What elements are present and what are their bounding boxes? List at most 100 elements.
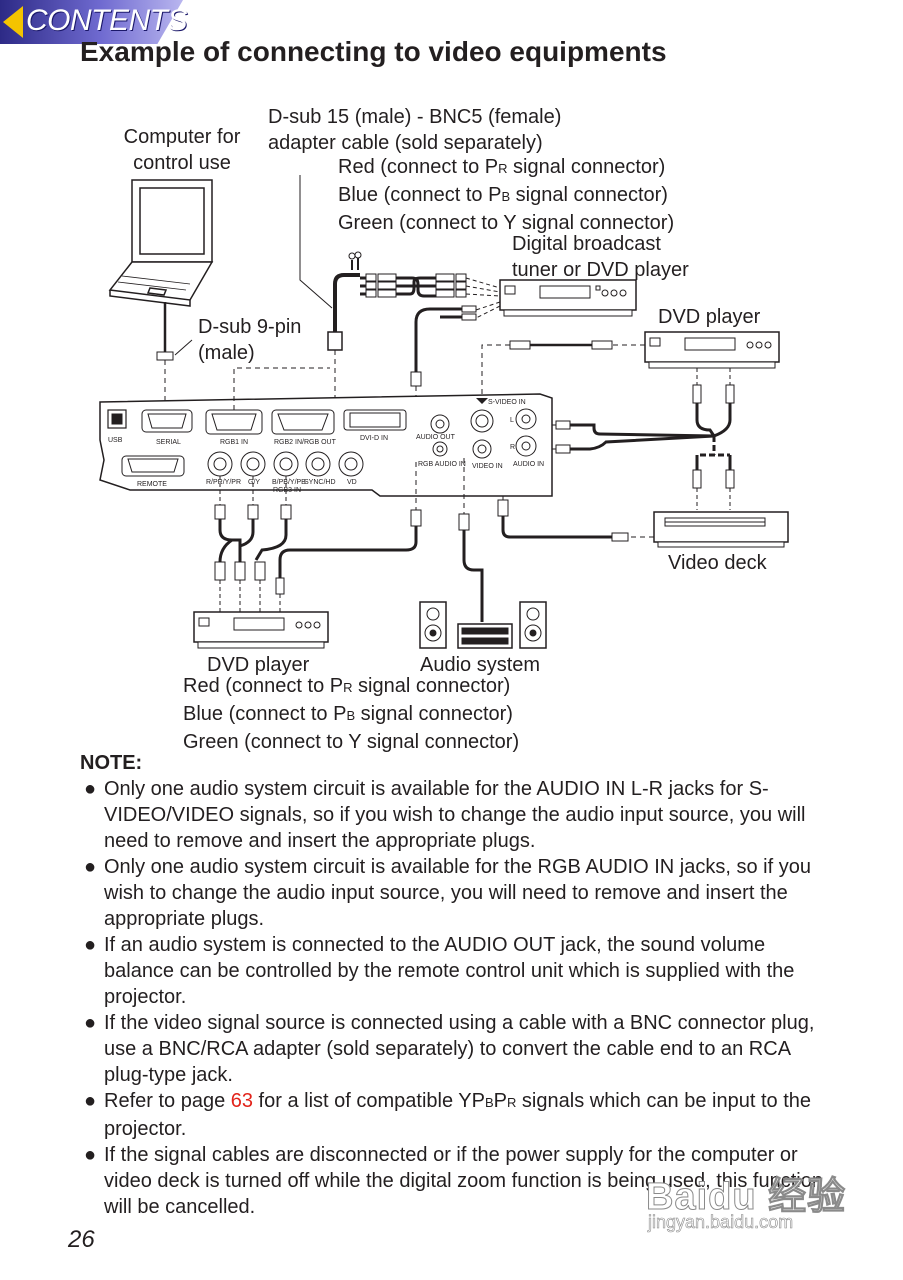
bottom-red-sub: R <box>343 680 353 695</box>
note-item: ● If the video signal source is connected… <box>84 1010 824 1088</box>
panel-video-in-label: VIDEO IN <box>472 463 503 470</box>
panel-bnc-r-label: R/PR/Y/PR <box>206 479 241 486</box>
laptop-icon <box>108 179 214 307</box>
note-item: ●If the signal cables are disconnected o… <box>84 1142 824 1220</box>
svideo-cable <box>481 340 645 400</box>
dvd-player-right-label: DVD player <box>658 306 761 328</box>
contents-tab[interactable]: CONTENTS <box>0 0 188 44</box>
dvd-player-bottom-label: DVD player <box>207 654 310 676</box>
dvd-audio-cable <box>275 462 422 612</box>
projector-panel <box>99 393 553 497</box>
top-blue-text: Blue (connect to P <box>338 184 502 206</box>
panel-audio-out-label: AUDIO OUT <box>416 434 456 441</box>
page-number: 26 <box>68 1226 95 1253</box>
panel-usb-label: USB <box>108 437 123 444</box>
dvd-player-right-icon <box>644 331 780 369</box>
panel-audio-in-label: AUDIO IN <box>513 461 544 468</box>
top-red-text: Red (connect to P <box>338 156 499 178</box>
panel-l-label: L <box>510 417 514 424</box>
panel-r-label: R <box>510 444 515 451</box>
note-item: ● Only one audio system circuit is availa… <box>84 854 824 932</box>
computer-label-line1: Computer for <box>123 126 241 148</box>
panel-remote-label: REMOTE <box>137 481 167 488</box>
bottom-red-text: Red (connect to P <box>183 675 344 697</box>
tuner-device-icon <box>499 279 637 317</box>
note-text: Refer to page <box>104 1090 231 1112</box>
bottom-color-legend: Red (connect to PR signal connector) Blu… <box>183 673 519 755</box>
dsub9-pointer <box>174 339 193 356</box>
panel-bnc-b-label: B/PB/Y/PB <box>272 479 306 486</box>
note-text-post: signals which can be input to the projec… <box>104 1090 812 1140</box>
bullet-icon: ● <box>84 778 97 800</box>
bottom-red-tail: signal connector) <box>352 675 511 697</box>
top-blue-sub: B <box>501 189 511 204</box>
dsub9-plug <box>156 351 174 361</box>
audio-system-label: Audio system <box>420 654 541 676</box>
note-heading: NOTE: <box>80 752 143 774</box>
top-green-line: Green (connect to Y signal connector) <box>338 212 675 234</box>
bottom-blue-tail: signal connector) <box>355 703 513 725</box>
rgb1-dashed-guide <box>233 367 330 410</box>
note-text: Only one audio system circuit is availab… <box>104 778 806 852</box>
connection-diagram: USB SERIAL RGB1 IN RGB2 IN/RGB OUT DVI-D… <box>99 175 789 649</box>
note-text-mid: for a list of compatible YP <box>253 1090 485 1112</box>
audio-out-cable <box>458 458 484 622</box>
panel-labels: USB SERIAL RGB1 IN RGB2 IN/RGB OUT DVI-D… <box>108 399 544 494</box>
video-deck-icon <box>653 511 789 548</box>
panel-rgb-audio-label: RGB AUDIO IN <box>418 461 466 468</box>
note-text: If an audio system is connected to the A… <box>104 934 795 1008</box>
top-color-legend: Red (connect to PR signal connector) Blu… <box>338 154 674 236</box>
panel-rgb2-label: RGB2 IN/RGB OUT <box>274 439 337 446</box>
computer-label-line2: control use <box>133 152 231 174</box>
panel-rgb3-label: RGB3 IN <box>273 487 301 494</box>
note-item: ● Refer to page 63 for a list of compatib… <box>84 1088 824 1142</box>
page-title: Example of connecting to video equipment… <box>80 36 667 67</box>
note-text-p: P <box>493 1090 507 1112</box>
tuner-label-line1: Digital broadcast <box>512 233 661 255</box>
audio-in-cable <box>540 368 735 510</box>
adapter-label-line2: adapter cable (sold separately) <box>268 132 543 154</box>
watermark-url: jingyan.baidu.com <box>648 1212 794 1233</box>
panel-rgb1-label: RGB1 IN <box>220 439 248 446</box>
video-deck-label: Video deck <box>668 552 767 574</box>
bnc-cables <box>214 476 292 612</box>
bullet-icon: ● <box>84 1012 97 1034</box>
bullet-icon: ● <box>84 856 97 878</box>
adapter-label-line1: D-sub 15 (male) - BNC5 (female) <box>268 106 562 128</box>
panel-sync-label: SYNC/HD <box>304 479 336 486</box>
note-text: If the video signal source is connected … <box>104 1012 815 1086</box>
bottom-blue-sub: B <box>346 708 356 723</box>
watermark-brand: Baidu 经验 <box>645 1176 847 1219</box>
dvd-player-bottom-icon <box>193 611 329 649</box>
page-63-link[interactable]: 63 <box>230 1090 253 1112</box>
bullet-icon: ● <box>84 934 97 956</box>
bullet-icon: ● <box>84 1090 97 1112</box>
tuner-label: Digital broadcast tuner or DVD player <box>512 231 689 283</box>
adapter-cable-label: D-sub 15 (male) - BNC5 (female) adapter … <box>268 104 561 156</box>
panel-serial-label: SERIAL <box>156 439 181 446</box>
panel-svideo-label: S-VIDEO IN <box>488 399 526 406</box>
bottom-green-line: Green (connect to Y signal connector) <box>183 731 520 753</box>
note-sub-b: B <box>484 1095 494 1110</box>
audio-system-icon <box>419 601 547 649</box>
bullet-icon: ● <box>84 1144 97 1166</box>
top-red-sub: R <box>498 161 508 176</box>
note-text: Only one audio system circuit is availab… <box>104 856 811 930</box>
bottom-red-line: Red (connect to PR signal connector) <box>183 673 519 701</box>
computer-label: Computer for control use <box>108 124 256 176</box>
tab-background <box>0 0 183 44</box>
panel-vd-label: VD <box>347 479 357 486</box>
back-arrow-icon <box>3 6 23 38</box>
note-item: ● If an audio system is connected to the … <box>84 932 824 1010</box>
note-list: ● Only one audio system circuit is availa… <box>84 776 824 1220</box>
panel-bnc-g-label: G/Y <box>248 479 260 486</box>
top-red-tail: signal connector) <box>507 156 666 178</box>
contents-tab-label: CONTENTS <box>26 4 188 37</box>
dsub9-label-line1: D-sub 9-pin <box>198 316 302 338</box>
note-item: ● Only one audio system circuit is availa… <box>84 776 824 854</box>
top-red-line: Red (connect to PR signal connector) <box>338 154 674 182</box>
svideo-marker-icon <box>476 398 488 404</box>
adapter-cable <box>299 175 501 410</box>
bottom-blue-line: Blue (connect to PB signal connector) <box>183 701 519 729</box>
top-blue-line: Blue (connect to PB signal connector) <box>338 182 674 210</box>
